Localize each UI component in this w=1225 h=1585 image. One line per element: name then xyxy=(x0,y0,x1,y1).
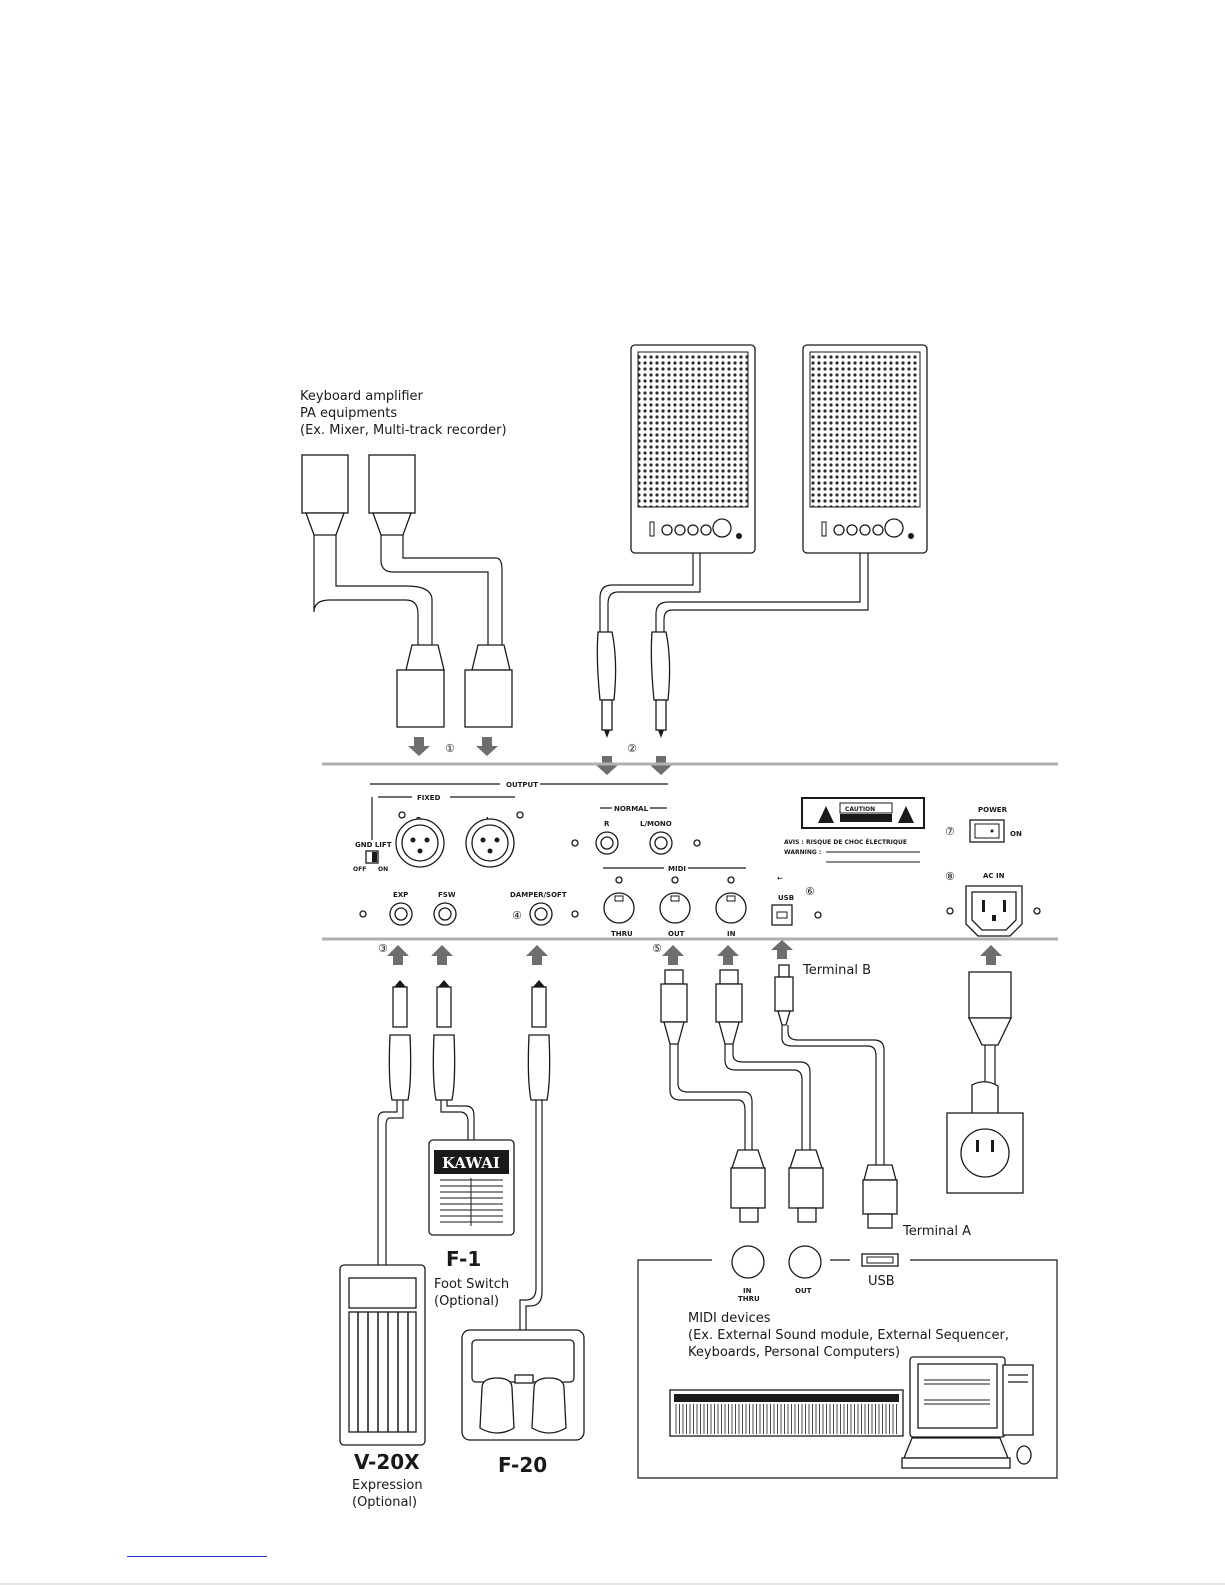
marker-1: ① xyxy=(445,742,455,755)
kawai-logo xyxy=(434,1150,509,1174)
f20-model: F-20 xyxy=(498,1453,547,1477)
power-cable xyxy=(946,971,1024,1194)
amplifier-label: Keyboard amplifier PA equipments (Ex. Mi… xyxy=(300,389,507,438)
f1-desc1: Foot Switch xyxy=(434,1277,509,1292)
rear-panel: OUTPUT FIXED R L GND LIFT OFF ON NORMAL … xyxy=(353,781,1041,938)
marker-6: ⑥ xyxy=(805,885,815,898)
device-thru-label: THRU xyxy=(738,1295,760,1303)
amplifier-title: Keyboard amplifier xyxy=(300,389,424,404)
marker-2: ② xyxy=(627,742,637,755)
f1-model: F-1 xyxy=(446,1247,481,1271)
terminal-b-label: Terminal B xyxy=(802,963,871,978)
gnd-lift-label: GND LIFT xyxy=(355,841,392,849)
output-label: OUTPUT xyxy=(506,781,538,789)
damper-soft-label: DAMPER/SOFT xyxy=(510,891,567,899)
midi-out-jack xyxy=(659,892,691,924)
personal-computer xyxy=(901,1356,1034,1469)
f1-desc2: (Optional) xyxy=(434,1294,499,1309)
fsw-label: FSW xyxy=(438,891,456,899)
caution-text: CAUTION xyxy=(845,806,875,813)
amplifier-line2: PA equipments xyxy=(300,406,397,421)
marker-5: ⑤ xyxy=(652,942,662,955)
xlr-cable-right xyxy=(368,454,513,728)
usb-label: USB xyxy=(778,894,794,902)
v20x-expression-pedal xyxy=(339,1264,426,1446)
usb-symbol-icon: ⭠ xyxy=(777,874,783,882)
damper-cable xyxy=(519,980,551,1330)
power-label: POWER xyxy=(978,806,1008,814)
marker-3: ③ xyxy=(378,942,388,955)
midi-thru-label: THRU xyxy=(611,930,633,938)
amplifier-line3: (Ex. Mixer, Multi-track recorder) xyxy=(300,423,507,438)
ac-in-label: AC IN xyxy=(983,872,1005,880)
terminal-a-label: Terminal A xyxy=(902,1224,971,1239)
v20x-model: V-20X xyxy=(354,1450,420,1474)
midi-label: MIDI xyxy=(668,865,686,873)
fsw-cable xyxy=(432,980,475,1140)
midi-devices-line3: Keyboards, Personal Computers) xyxy=(688,1345,900,1360)
normal-label: NORMAL xyxy=(614,805,649,813)
svg-text:KAWAI: KAWAI xyxy=(442,1154,500,1172)
midi-out-label: OUT xyxy=(668,930,685,938)
midi-cable-out xyxy=(660,969,766,1223)
marker-7: ⑦ xyxy=(945,825,955,838)
midi-devices-title: MIDI devices xyxy=(688,1311,771,1326)
piano-keys xyxy=(675,1404,897,1434)
marker-8: ⑧ xyxy=(945,870,955,883)
speaker-right xyxy=(650,344,928,738)
xlr-cable-left xyxy=(301,454,445,728)
midi-in-jack xyxy=(715,892,747,924)
usb-cable xyxy=(774,964,898,1229)
bottom-arrows xyxy=(387,940,1002,965)
midi-cable-in xyxy=(715,969,824,1223)
v20x-desc2: (Optional) xyxy=(352,1495,417,1510)
f20-pedal xyxy=(461,1329,585,1441)
midi-in-label: IN xyxy=(727,930,736,938)
midi-devices-box: IN THRU OUT USB MIDI devices (Ex. Extern… xyxy=(637,1245,1058,1479)
normal-r-label: R xyxy=(604,820,610,828)
exp-cable xyxy=(377,980,412,1265)
caution-label: CAUTION xyxy=(801,797,925,829)
gnd-on-label: ON xyxy=(378,866,388,873)
device-out-label: OUT xyxy=(795,1287,812,1295)
footer-link-underline[interactable] xyxy=(127,1556,267,1557)
power-on-label: ON xyxy=(1010,830,1022,838)
device-out-port xyxy=(788,1245,822,1279)
fixed-label: FIXED xyxy=(417,794,441,802)
device-in-label: IN xyxy=(743,1287,752,1295)
warning-text: WARNING : xyxy=(784,849,821,856)
normal-lmono-label: L/MONO xyxy=(640,820,672,828)
device-in-thru-port xyxy=(731,1245,765,1279)
avis-text: AVIS : RISQUE DE CHOC ÉLECTRIQUE xyxy=(784,838,907,846)
speaker-left xyxy=(596,344,756,738)
midi-devices-line2: (Ex. External Sound module, External Seq… xyxy=(688,1328,1009,1343)
device-usb-label: USB xyxy=(868,1274,895,1289)
gnd-off-label: OFF xyxy=(353,866,366,873)
v20x-desc1: Expression xyxy=(352,1478,423,1493)
exp-label: EXP xyxy=(393,891,408,899)
midi-thru-jack xyxy=(603,892,635,924)
f1-foot-switch: KAWAI xyxy=(428,1139,515,1236)
marker-4: ④ xyxy=(512,909,522,922)
power-switch[interactable] xyxy=(969,819,1005,843)
